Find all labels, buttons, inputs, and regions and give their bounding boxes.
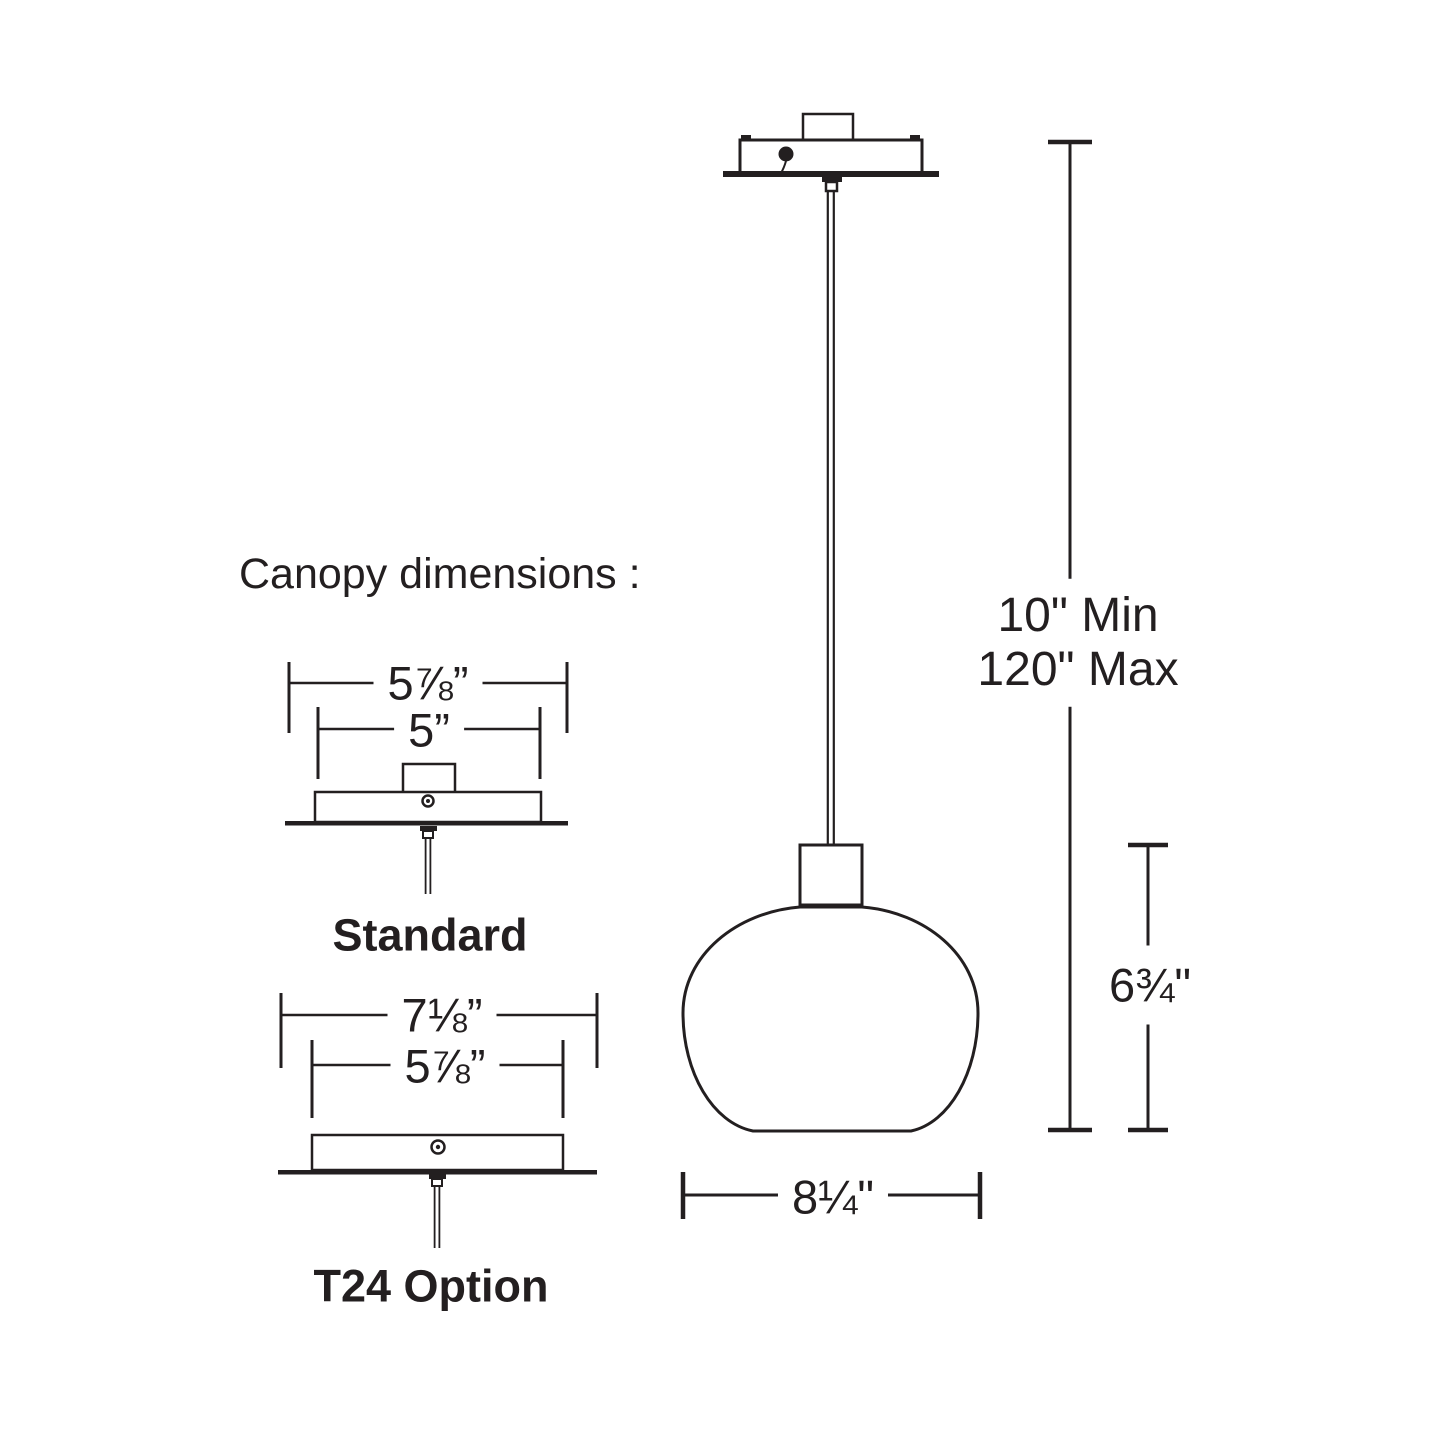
socket	[798, 843, 864, 907]
strain-relief	[822, 177, 842, 182]
ceiling-line	[723, 171, 939, 177]
t24-canopy-label: T24 Option	[305, 1263, 557, 1309]
strain-relief-nut	[422, 830, 434, 839]
glass-shade	[681, 905, 980, 1133]
strain-relief	[429, 1174, 446, 1179]
ceiling-line	[278, 1170, 597, 1175]
strain-relief	[420, 826, 437, 831]
shade-width-label: 8¼"	[777, 1169, 889, 1225]
strain-relief-nut	[824, 180, 839, 193]
suspension-min-label: 10" Min	[997, 588, 1159, 642]
screw-icon	[778, 146, 794, 162]
junction-box	[801, 112, 855, 143]
pendant-drawing	[681, 112, 980, 1133]
suspension-max-label: 120" Max	[977, 643, 1179, 696]
screw-center	[435, 1144, 441, 1150]
mounting-tab-right	[910, 135, 920, 141]
t24-outer-width-label: 7⅛”	[387, 987, 497, 1043]
suspension-minmax-label: 10" Min 120" Max	[969, 578, 1187, 708]
standard-inner-width-label: 5”	[394, 702, 464, 758]
t24-inner-width-label: 5⅞”	[390, 1038, 500, 1094]
standard-canopy-label: Standard	[324, 912, 536, 958]
junction-box	[401, 762, 457, 795]
mounting-tab-left	[741, 135, 751, 141]
standard-outer-width-label: 5⅞”	[373, 655, 483, 711]
screw-center	[426, 799, 430, 803]
canopy-plate	[738, 138, 924, 175]
t24-canopy-drawing	[278, 993, 599, 1248]
strain-relief-nut	[431, 1178, 443, 1187]
ceiling-line	[285, 821, 568, 826]
diagram-title: Canopy dimensions :	[239, 550, 641, 598]
shade-height-label: 6¾"	[1098, 945, 1202, 1025]
